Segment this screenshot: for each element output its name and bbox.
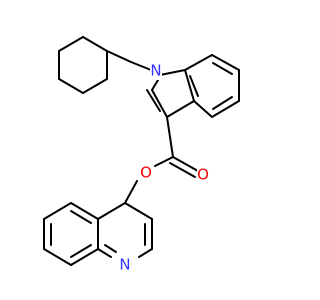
atom-label-quinoline-n: N	[119, 256, 131, 274]
indole-benzene-ring	[184, 54, 240, 118]
methylene-linker	[106, 50, 152, 71]
quinoline-pyridine-ring	[97, 202, 153, 258]
molecule-canvas: N O O N	[43, 36, 240, 274]
quinoline-benzene-ring	[43, 202, 99, 266]
nitrogen-label: N	[150, 62, 161, 80]
nitrogen-label: N	[119, 256, 130, 274]
atom-label-ester-o: O	[140, 164, 152, 182]
atom-label-carbonyl-o: O	[197, 166, 209, 184]
atom-label-indole-n: N	[150, 62, 162, 80]
ester-group	[154, 116, 199, 178]
oxygen-label: O	[197, 166, 209, 184]
ester-oxygen-link	[124, 180, 138, 204]
oxygen-label: O	[140, 164, 152, 182]
indole-pyrrole-ring	[146, 69, 195, 118]
cyclohexyl-ring	[58, 36, 108, 94]
molecule-structure: N O O N	[43, 36, 240, 274]
